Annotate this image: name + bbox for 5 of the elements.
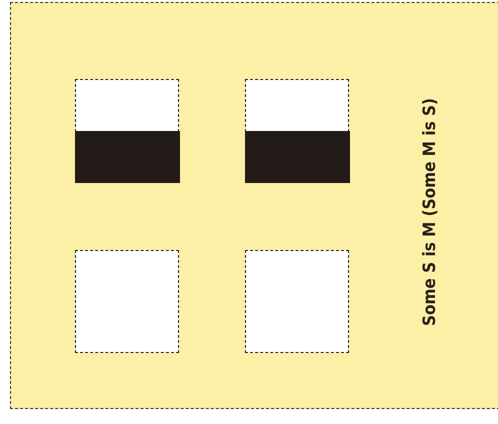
half-shaded-square [245,79,349,182]
dashed-square [75,250,179,353]
dashed-square [245,250,349,353]
half-shaded-square [75,79,179,182]
statement-label: Some S is M (Some M is S) [420,98,440,326]
